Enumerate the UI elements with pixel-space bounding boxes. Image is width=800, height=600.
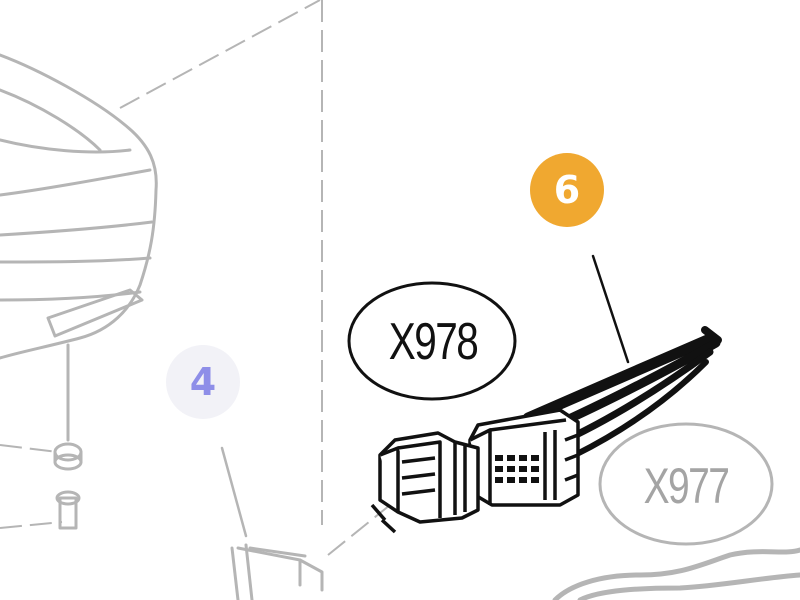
screw-parts [53, 343, 83, 530]
connector-plug-left [370, 431, 480, 534]
connector-label-x978[interactable]: X978 [388, 313, 479, 371]
bracket-part [230, 543, 324, 600]
callout-leader-lines [220, 254, 630, 538]
callout-badge-6[interactable]: 6 [530, 153, 604, 227]
cable-part [552, 547, 800, 600]
housing-part [0, 53, 158, 360]
x978-label-ellipse [347, 281, 517, 401]
x977-label-ellipse [598, 422, 774, 546]
callout-badge-4[interactable]: 4 [166, 345, 240, 419]
connector-pins [495, 455, 539, 483]
connector-label-x977[interactable]: X977 [643, 458, 730, 514]
